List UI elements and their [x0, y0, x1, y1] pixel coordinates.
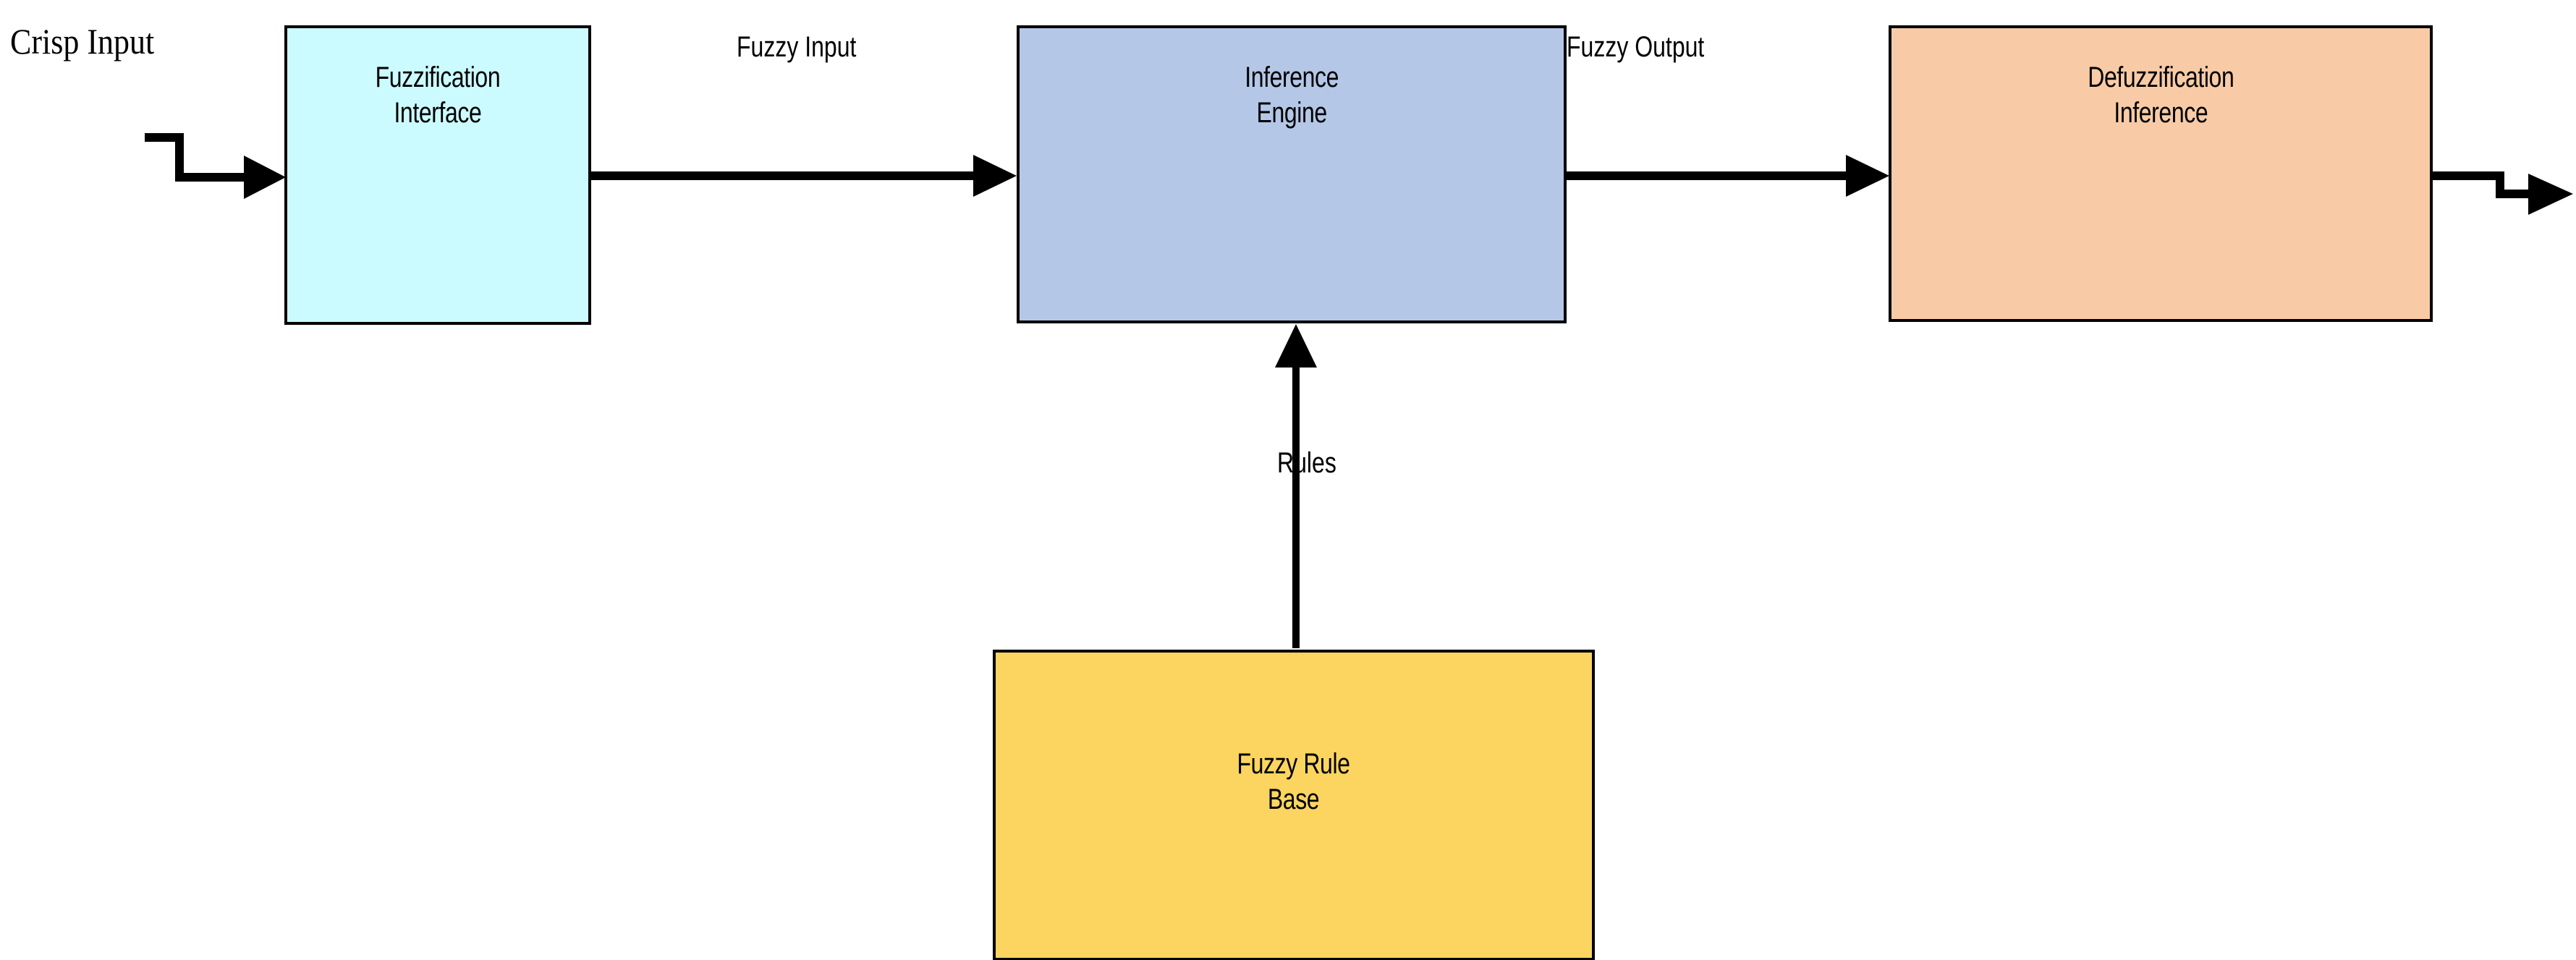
- edge-label-fuzzy-input: Fuzzy Input: [737, 31, 857, 63]
- node-fuzzification-interface[interactable]: Fuzzification Interface: [284, 25, 591, 325]
- node-label-line1: Inference: [1245, 61, 1339, 93]
- node-label-stack: Fuzzification Interface: [360, 60, 516, 131]
- node-inference-engine[interactable]: Inference Engine: [1017, 25, 1567, 323]
- node-label-stack: Defuzzification Inference: [2069, 60, 2253, 131]
- edge-label-fuzzy-output: Fuzzy Output: [1567, 31, 1705, 63]
- node-label-line1: Fuzzy Rule: [1237, 748, 1351, 780]
- node-label-line1: Fuzzification: [375, 61, 501, 93]
- edge-label-rules: Rules: [1277, 447, 1336, 479]
- node-fuzzy-rule-base[interactable]: Fuzzy Rule Base: [993, 650, 1595, 960]
- node-label-line2: Inference: [2114, 96, 2208, 129]
- node-label-line2: Engine: [1256, 96, 1327, 129]
- arrow-fuzzy-input: [591, 155, 1017, 197]
- node-defuzzification-inference[interactable]: Defuzzification Inference: [1889, 25, 2433, 322]
- arrow-rules: [1275, 324, 1317, 648]
- arrow-fuzzy-output: [1567, 155, 1889, 197]
- node-label-stack: Fuzzy Rule Base: [1223, 747, 1364, 817]
- arrow-crisp-output: [2433, 171, 2573, 215]
- arrow-crisp-input: [145, 133, 286, 199]
- node-label-line1: Defuzzification: [2087, 61, 2234, 93]
- node-label-line2: Interface: [394, 96, 482, 129]
- node-label-line2: Base: [1268, 783, 1320, 815]
- node-label-stack: Inference Engine: [1233, 60, 1350, 131]
- edge-label-crisp-input: Crisp Input: [10, 21, 155, 61]
